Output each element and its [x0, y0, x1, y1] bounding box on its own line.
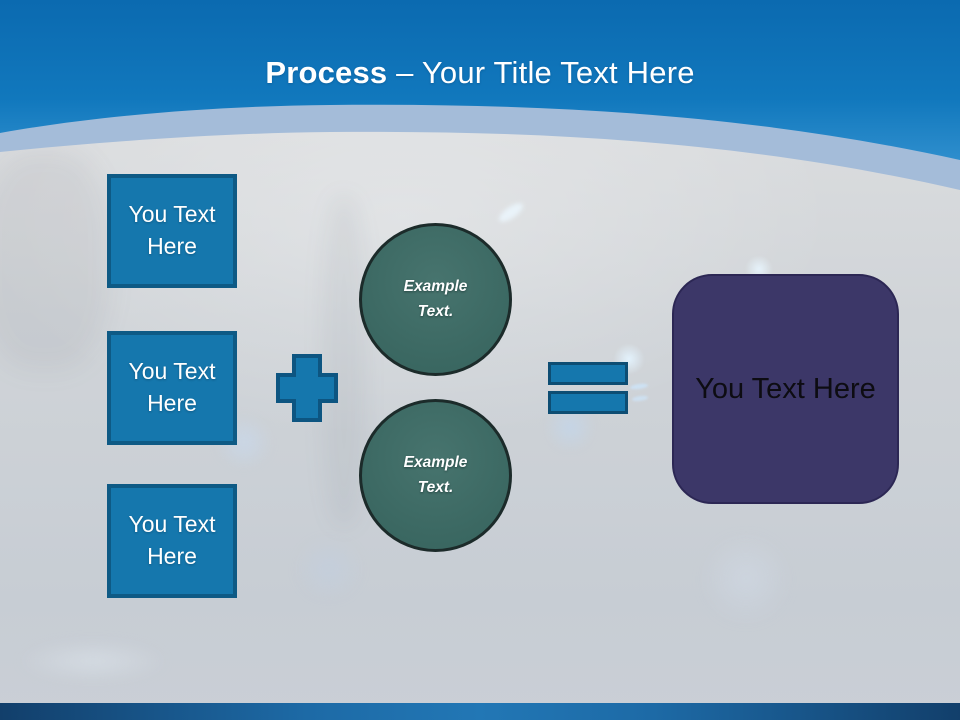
input-box-2: You Text Here — [107, 331, 237, 445]
background-glow — [629, 382, 649, 391]
example-circle-2-label: Example Text. — [403, 454, 468, 496]
example-circle-1-label: Example Text. — [403, 278, 468, 320]
example-circle-1: Example Text. — [359, 223, 512, 376]
plus-icon — [276, 354, 338, 422]
equals-icon — [548, 362, 628, 385]
background-glow — [496, 199, 526, 226]
input-box-2-label: You Text Here — [128, 358, 216, 416]
slide-title-subtext: – Your Title Text Here — [387, 55, 695, 90]
background-glow — [631, 394, 649, 403]
equals-icon — [548, 391, 628, 414]
input-box-3-label: You Text Here — [128, 511, 216, 569]
header-curve — [0, 0, 960, 190]
result-box: You Text Here — [672, 274, 899, 504]
result-box-label: You Text Here — [695, 372, 876, 405]
footer-bar — [0, 703, 960, 720]
input-box-1-label: You Text Here — [128, 201, 216, 259]
example-circle-2: Example Text. — [359, 399, 512, 552]
slide-title-keyword: Process — [265, 55, 388, 90]
slide-title: Process – Your Title Text Here — [0, 57, 960, 88]
background-glow — [698, 536, 794, 622]
input-box-1: You Text Here — [107, 174, 237, 288]
background-glow — [292, 540, 366, 598]
background-glow — [18, 640, 168, 682]
input-box-3: You Text Here — [107, 484, 237, 598]
